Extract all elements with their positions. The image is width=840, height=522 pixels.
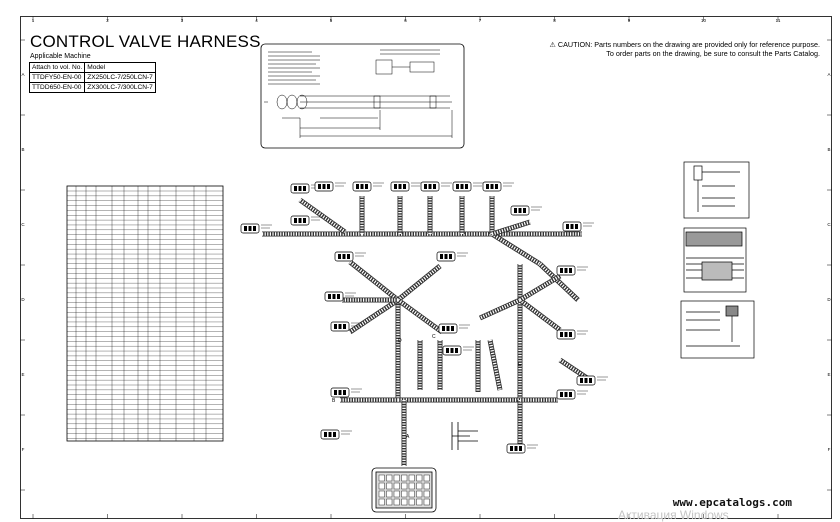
caution-line-2: To order parts on the drawing, be sure t… bbox=[606, 49, 820, 58]
grid-row-label: A bbox=[827, 72, 830, 77]
caution-line-1: CAUTION: Parts numbers on the drawing ar… bbox=[557, 40, 820, 49]
harness-diagram: A B C D E bbox=[240, 181, 608, 466]
inset-connector-detail-3 bbox=[680, 300, 755, 359]
model: ZX250LC-7/250LCN-7 bbox=[84, 72, 156, 83]
machine-table-row: TTDFY50-EN-00 ZX250LC-7/250LCN-7 bbox=[28, 72, 156, 83]
grid-col-label: 2 bbox=[106, 18, 109, 23]
os-activation-overlay: Активация Windows bbox=[618, 508, 729, 522]
header-attach: Attach to vol. No. bbox=[28, 62, 86, 73]
model: ZX300LC-7/300LCN-7 bbox=[84, 82, 156, 93]
wire-list-table bbox=[66, 185, 224, 442]
inset-connector-detail-2 bbox=[683, 227, 747, 293]
section-letter: C bbox=[432, 334, 436, 340]
grid-col-label: 5 bbox=[330, 18, 333, 23]
grid-col-label: 8 bbox=[553, 18, 556, 23]
grid-row-label: B bbox=[21, 147, 24, 152]
section-letter: D bbox=[398, 338, 402, 344]
caution-note: ⚠ CAUTION: Parts numbers on the drawing … bbox=[520, 40, 820, 58]
main-connector-pins bbox=[378, 474, 430, 506]
grid-row-label: D bbox=[827, 297, 831, 302]
grid-row-ticks: AABBCCDDEEFFGG bbox=[20, 39, 832, 491]
grid-col-label: 11 bbox=[776, 18, 781, 23]
main-connector-block bbox=[371, 467, 437, 513]
grid-row-label: C bbox=[827, 222, 831, 227]
section-letter: A bbox=[406, 434, 410, 440]
grid-col-label: 1 bbox=[32, 18, 35, 23]
drawing-title: CONTROL VALVE HARNESS bbox=[30, 32, 261, 51]
grid-column-ticks: 123456789101112 bbox=[32, 16, 781, 519]
grid-row-label: F bbox=[22, 447, 25, 452]
grid-col-label: 10 bbox=[701, 18, 707, 23]
grid-col-label: 9 bbox=[628, 18, 631, 23]
header-model: Model bbox=[84, 62, 156, 73]
machine-table-row: TTDD650-EN-00 ZX300LC-7/300LCN-7 bbox=[28, 82, 156, 93]
attach-vol: TTDFY50-EN-00 bbox=[28, 72, 86, 83]
applicable-machine-label: Applicable Machine bbox=[30, 53, 91, 60]
grid-row-label: E bbox=[21, 372, 24, 377]
machine-table-header: Attach to vol. No. Model bbox=[28, 62, 156, 73]
inset-connector-detail-1 bbox=[683, 161, 750, 219]
inset-wire-layout bbox=[260, 43, 465, 149]
site-watermark: www.epcatalogs.com bbox=[672, 496, 792, 509]
section-direction-marker bbox=[451, 422, 478, 450]
grid-row-label: D bbox=[21, 297, 25, 302]
grid-row-label: B bbox=[827, 147, 830, 152]
section-letter: E bbox=[518, 362, 522, 368]
grid-col-label: 7 bbox=[479, 18, 482, 23]
grid-col-label: 6 bbox=[404, 18, 407, 23]
grid-col-label: 3 bbox=[181, 18, 184, 23]
applicable-machine-table: Attach to vol. No. Model TTDFY50-EN-00 Z… bbox=[28, 62, 156, 93]
grid-row-label: A bbox=[21, 72, 24, 77]
grid-row-label: F bbox=[828, 447, 831, 452]
grid-row-label: E bbox=[827, 372, 830, 377]
grid-col-label: 4 bbox=[255, 18, 258, 23]
section-letter: B bbox=[332, 398, 336, 404]
grid-row-label: C bbox=[21, 222, 25, 227]
attach-vol: TTDD650-EN-00 bbox=[28, 82, 86, 93]
warning-icon: ⚠ bbox=[549, 40, 556, 49]
